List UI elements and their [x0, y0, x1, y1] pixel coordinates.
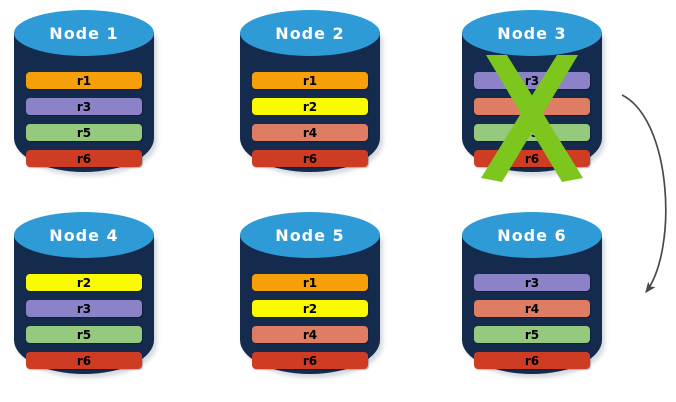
- node-label: Node 3: [497, 23, 567, 43]
- replica-bar: r6: [474, 150, 590, 167]
- replica-bar: r5: [26, 326, 142, 343]
- replica-bar: r6: [26, 150, 142, 167]
- node-label: Node 4: [49, 225, 119, 245]
- replica-bar: r3: [26, 300, 142, 317]
- replica-bar-list: r1 r2 r4 r6: [252, 274, 368, 369]
- node-cylinder-4: Node 4 r2 r3 r5 r6: [14, 212, 157, 394]
- replica-bar: r4: [252, 326, 368, 343]
- replica-bar: r4: [252, 124, 368, 141]
- node-cylinder-2: Node 2 r1 r2 r4 r6: [240, 10, 383, 192]
- replica-bar: r3: [26, 98, 142, 115]
- node-label: Node 1: [49, 23, 119, 43]
- cylinder-top-ellipse: [462, 10, 602, 56]
- cylinder-top-ellipse: [462, 212, 602, 258]
- replica-bar: r6: [26, 352, 142, 369]
- node-label: Node 6: [497, 225, 567, 245]
- cylinder-top-ellipse: [14, 10, 154, 56]
- replica-bar: r1: [252, 274, 368, 291]
- replica-bar: r6: [474, 352, 590, 369]
- replica-bar: r5: [474, 326, 590, 343]
- cylinder-top-ellipse: [240, 212, 380, 258]
- replica-bar-list: r3 r4 r5 r6: [474, 274, 590, 369]
- replica-bar: r2: [26, 274, 142, 291]
- cylinder-top-ellipse: [240, 10, 380, 56]
- replica-bar: r2: [252, 98, 368, 115]
- replica-bar: r4: [474, 300, 590, 317]
- replica-bar: r3: [474, 72, 590, 89]
- replica-bar: r4: [474, 98, 590, 115]
- replica-bar: r5: [474, 124, 590, 141]
- replica-bar-list: r2 r3 r5 r6: [26, 274, 142, 369]
- replica-bar-list: r1 r2 r4 r6: [252, 72, 368, 167]
- node-cylinder-1: Node 1 r1 r3 r5 r6: [14, 10, 157, 192]
- replica-bar: r1: [26, 72, 142, 89]
- replica-bar-list: r1 r3 r5 r6: [26, 72, 142, 167]
- replica-bar: r1: [252, 72, 368, 89]
- replica-bar: r5: [26, 124, 142, 141]
- replica-bar: r6: [252, 352, 368, 369]
- node-cylinder-3: Node 3 r3 r4 r5 r6: [462, 10, 605, 192]
- node-cylinder-5: Node 5 r1 r2 r4 r6: [240, 212, 383, 394]
- node-label: Node 2: [275, 23, 345, 43]
- node-label: Node 5: [275, 225, 345, 245]
- replica-bar-list: r3 r4 r5 r6: [474, 72, 590, 167]
- cylinder-top-ellipse: [14, 212, 154, 258]
- replica-bar: r2: [252, 300, 368, 317]
- node-cylinder-6: Node 6 r3 r4 r5 r6: [462, 212, 605, 394]
- replica-bar: r6: [252, 150, 368, 167]
- replica-bar: r3: [474, 274, 590, 291]
